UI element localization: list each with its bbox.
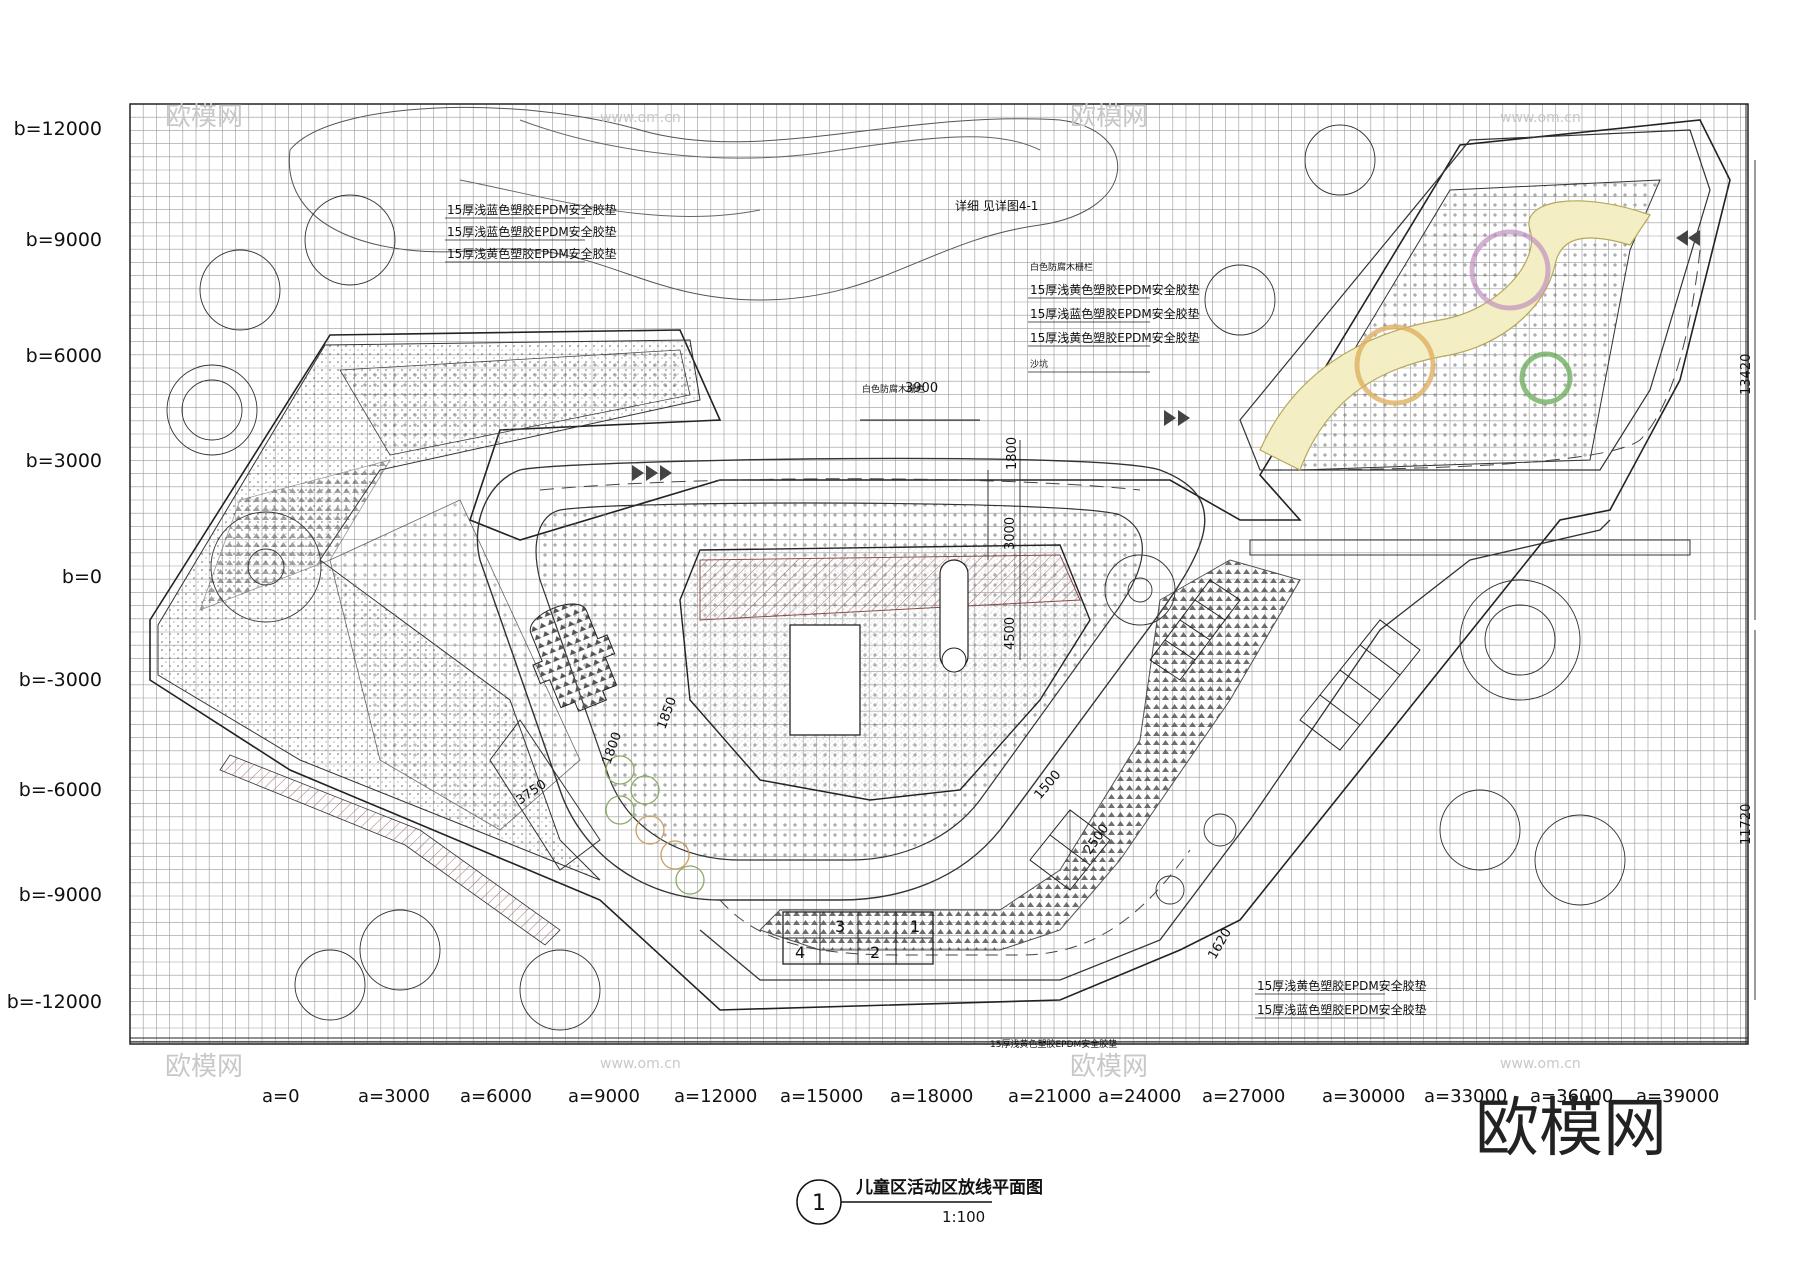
x-axis-label: a=18000 bbox=[890, 1086, 973, 1107]
ramp-strip bbox=[219, 754, 561, 946]
note-box-center bbox=[1028, 297, 1150, 373]
purple-ring bbox=[1469, 229, 1551, 311]
y-axis-labels: b=12000 b=9000 b=6000 b=3000 b=0 b=-3000 b=-60… bbox=[7, 118, 102, 1013]
lawn-boundary bbox=[288, 107, 1119, 301]
dimension-3900: 3900 bbox=[905, 381, 938, 396]
y-axis-label: b=0 bbox=[62, 566, 102, 588]
x-axis-label: a=0 bbox=[262, 1086, 300, 1107]
x-axis-label: a=15000 bbox=[780, 1086, 863, 1107]
note-epdm-center-1: 15厚浅黄色塑胶EPDM安全胶垫 bbox=[1030, 282, 1200, 297]
central-loop-track-outer bbox=[476, 457, 1206, 901]
hopscotch-grid bbox=[782, 911, 934, 965]
note-epdm-1: 15厚浅蓝色塑胶EPDM安全胶垫 bbox=[447, 202, 617, 217]
play-area-outline bbox=[149, 119, 1731, 1011]
y-axis-label: b=-3000 bbox=[19, 669, 102, 691]
note-sand: 沙坑 bbox=[1030, 358, 1048, 370]
note-ref-detail: 详细 见详图4-1 bbox=[955, 198, 1038, 213]
sand-table bbox=[789, 624, 861, 736]
watermark-site-4: www.om.cn bbox=[1500, 1056, 1581, 1072]
x-axis-label: a=36000 bbox=[1530, 1086, 1613, 1107]
dimension-3000: 3000 bbox=[1003, 517, 1018, 550]
x-axis-label: a=24000 bbox=[1098, 1086, 1181, 1107]
path-curve bbox=[519, 119, 1041, 159]
number-grid-center bbox=[1029, 809, 1111, 891]
watermark-faint-3: 欧模网 bbox=[165, 1052, 243, 1082]
y-axis-label: b=-6000 bbox=[19, 779, 102, 801]
orange-ring bbox=[1354, 324, 1436, 406]
dimension-4500: 4500 bbox=[1003, 617, 1018, 650]
number-grid-right bbox=[1299, 619, 1421, 751]
number-grid-mid bbox=[1149, 579, 1241, 681]
note-white-fence: 白色防腐木栅栏 bbox=[1030, 261, 1093, 273]
y-axis-label: b=-9000 bbox=[19, 884, 102, 906]
curved-yellow-path bbox=[1259, 200, 1651, 471]
y-axis-label: b=12000 bbox=[14, 118, 102, 140]
note-epdm-center-2: 15厚浅蓝色塑胶EPDM安全胶垫 bbox=[1030, 306, 1200, 321]
dimension-1500: 1500 bbox=[1032, 768, 1065, 803]
rings-cluster bbox=[605, 755, 705, 895]
y-axis-label: b=9000 bbox=[26, 229, 102, 251]
tree-symbols bbox=[166, 124, 1626, 1031]
drawing-title: 儿童区活动区放线平面图 bbox=[855, 1177, 1043, 1198]
direction-arrows bbox=[632, 230, 1700, 481]
note-epdm-2: 15厚浅蓝色塑胶EPDM安全胶垫 bbox=[447, 224, 617, 239]
watermark-faint-2: 欧模网 bbox=[1070, 102, 1148, 132]
note-epdm-bottom: 15厚浅黄色塑胶EPDM安全胶垫 bbox=[990, 1038, 1117, 1050]
dimension-lines bbox=[860, 160, 1756, 1000]
note-epdm-bottom-right-2: 15厚浅蓝色塑胶EPDM安全胶垫 bbox=[1257, 1002, 1427, 1017]
hopscotch-number-4: 4 bbox=[795, 943, 805, 962]
dimension-11720: 11720 bbox=[1739, 804, 1754, 845]
hopscotch-number-1: 1 bbox=[910, 917, 920, 936]
drawing-scale: 1:100 bbox=[942, 1208, 985, 1226]
track-centerline bbox=[539, 478, 1141, 491]
watermark-site-2: www.om.cn bbox=[1500, 110, 1581, 126]
shaded-platform bbox=[699, 554, 1081, 621]
dimension-1800-top: 1800 bbox=[1005, 437, 1020, 470]
dimension-1620: 1620 bbox=[1205, 926, 1235, 962]
drawing-frame bbox=[129, 103, 1749, 1045]
x-axis-label: a=3000 bbox=[358, 1086, 430, 1107]
y-axis-label: b=-12000 bbox=[7, 991, 102, 1013]
note-epdm-bottom-right-1: 15厚浅黄色塑胶EPDM安全胶垫 bbox=[1257, 978, 1427, 993]
watermark-site-1: www.om.cn bbox=[600, 110, 681, 126]
x-axis-label: a=9000 bbox=[568, 1086, 640, 1107]
x-axis-labels: a=0 a=3000 a=6000 a=9000 a=12000 a=15000 a=180… bbox=[262, 1086, 1719, 1107]
x-axis-label: a=21000 bbox=[1008, 1086, 1091, 1107]
lower-right-safety-surface bbox=[759, 559, 1301, 951]
brand-watermark: 欧模网 bbox=[1475, 1092, 1667, 1166]
y-axis-label: b=3000 bbox=[26, 450, 102, 472]
x-axis-label: a=6000 bbox=[460, 1086, 532, 1107]
watermark-faint-4: 欧模网 bbox=[1070, 1052, 1148, 1082]
x-axis-label: a=27000 bbox=[1202, 1086, 1285, 1107]
note-box-top-left bbox=[445, 217, 585, 263]
note-epdm-center-3: 15厚浅黄色塑胶EPDM安全胶垫 bbox=[1030, 330, 1200, 345]
x-axis-label: a=33000 bbox=[1424, 1086, 1507, 1107]
x-axis-label: a=30000 bbox=[1322, 1086, 1405, 1107]
sheet-number: 1 bbox=[812, 1191, 826, 1216]
note-fence-label: 白色防腐木栅栏 bbox=[862, 383, 925, 395]
note-epdm-3: 15厚浅黄色塑胶EPDM安全胶垫 bbox=[447, 246, 617, 261]
x-axis-label: a=12000 bbox=[674, 1086, 757, 1107]
y-axis-label: b=6000 bbox=[26, 345, 102, 367]
dimension-13420: 13420 bbox=[1739, 354, 1754, 395]
watermark-faint-1: 欧模网 bbox=[165, 102, 243, 132]
hopscotch-number-3: 3 bbox=[835, 917, 845, 936]
note-box-bottom-right bbox=[1255, 993, 1385, 1019]
x-axis-label: a=39000 bbox=[1636, 1086, 1719, 1107]
hopscotch-number-2: 2 bbox=[870, 943, 880, 962]
green-ring bbox=[1519, 351, 1573, 405]
watermark-site-3: www.om.cn bbox=[600, 1056, 681, 1072]
key-shaped-play-piece bbox=[529, 603, 618, 712]
